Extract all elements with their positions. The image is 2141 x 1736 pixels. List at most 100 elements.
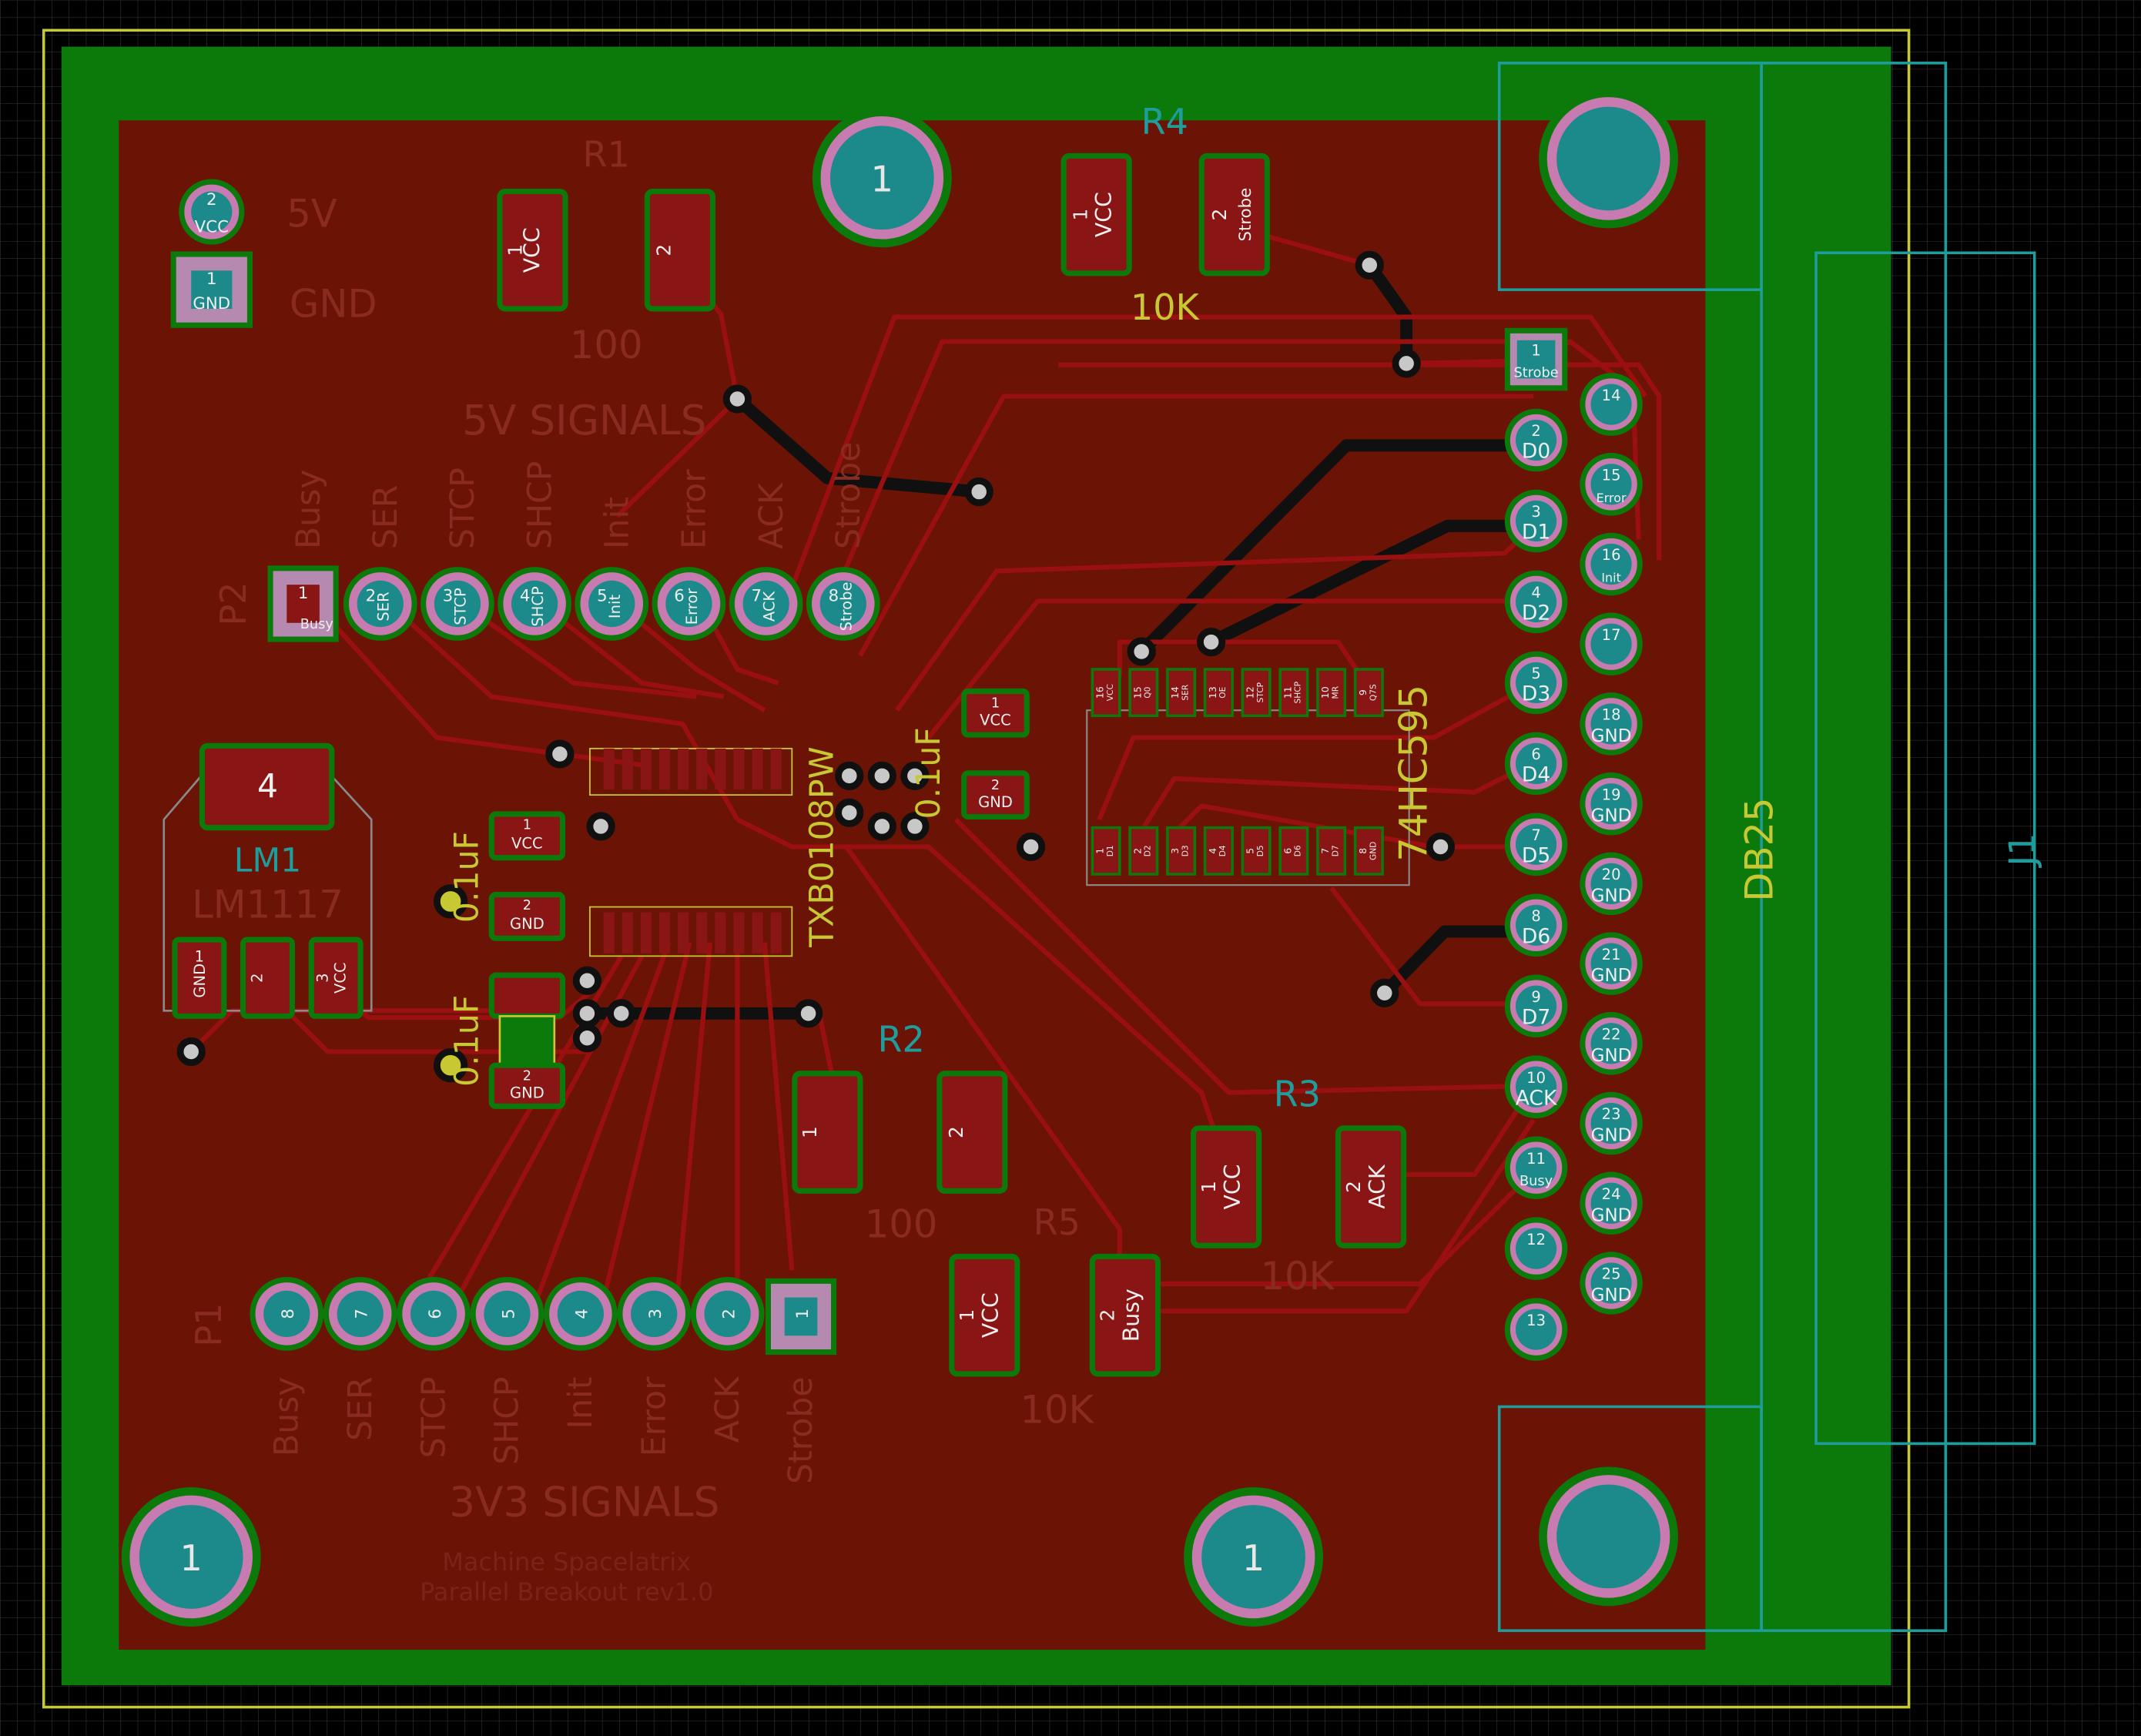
power-header[interactable]: 2 VCC 1 GND xyxy=(170,179,253,328)
svg-text:20: 20 xyxy=(1602,866,1621,883)
capacitor-c1[interactable]: 1 VCC 2 GND 0.1uF xyxy=(449,811,566,941)
svg-text:11: 11 xyxy=(1282,686,1293,699)
header-p1-pin[interactable]: 7 xyxy=(323,1277,397,1351)
header-p1-pin[interactable]: 1 xyxy=(765,1278,837,1356)
silk-3v3-signals: 3V3 SIGNALS xyxy=(449,1478,719,1526)
db25-pin[interactable]: 2D0 xyxy=(1504,408,1568,472)
header-p1-pin-num: 2 xyxy=(719,1309,739,1319)
db25-pin[interactable]: 13 xyxy=(1504,1298,1568,1361)
header-p1-pin[interactable]: 2 xyxy=(690,1277,765,1351)
resistor-r2[interactable]: R2 1 2 100 xyxy=(792,1018,1008,1247)
db25-pin[interactable]: 7D5 xyxy=(1504,813,1568,876)
svg-text:ACK: ACK xyxy=(760,591,778,622)
resistor-r5[interactable]: R5 1 VCC 2 Busy 10K xyxy=(949,1201,1161,1433)
svg-text:Strobe: Strobe xyxy=(1514,366,1559,381)
db25-pin[interactable]: 5D3 xyxy=(1504,651,1568,715)
header-p2-pin[interactable]: 1 Busy xyxy=(267,565,339,642)
txb-pad xyxy=(770,748,782,790)
svg-text:14: 14 xyxy=(1602,387,1621,404)
svg-text:D5: D5 xyxy=(1255,845,1265,856)
capacitor-c2[interactable]: 2 GND 0.1uF xyxy=(449,972,566,1109)
header-p1-pin-num: 3 xyxy=(646,1309,665,1319)
svg-text:VCC: VCC xyxy=(519,227,544,273)
capacitor-c3[interactable]: 1 VCC 2 GND 0.1uF xyxy=(910,688,1030,820)
svg-text:4: 4 xyxy=(1207,848,1218,854)
svg-text:7: 7 xyxy=(751,586,762,605)
svg-text:VCC: VCC xyxy=(332,962,350,994)
svg-text:D4: D4 xyxy=(1522,762,1550,786)
svg-text:3: 3 xyxy=(443,586,454,605)
db25-pin[interactable]: 17 xyxy=(1580,612,1643,676)
svg-text:VCC: VCC xyxy=(1105,684,1115,701)
svg-text:J1: J1 xyxy=(2002,833,2043,869)
resistor-r1[interactable]: R1 VCC 1 2 100 xyxy=(497,134,716,367)
board-outline xyxy=(42,28,1911,1709)
db25-pin[interactable]: 8D6 xyxy=(1504,893,1568,957)
txb-pad xyxy=(622,912,633,953)
svg-text:1: 1 xyxy=(1531,341,1540,359)
header-p1-pin[interactable]: 3 xyxy=(617,1277,692,1351)
header-p2-silk: SER xyxy=(367,485,405,549)
svg-text:2: 2 xyxy=(1097,1309,1119,1322)
db25-pin[interactable]: 9D7 xyxy=(1504,974,1568,1038)
svg-text:3: 3 xyxy=(314,974,332,983)
db25-pin[interactable]: 4D2 xyxy=(1504,570,1568,634)
svg-text:5: 5 xyxy=(1531,665,1540,682)
regulator-lm1117[interactable]: 4 LM1 LM1117 1 GND 2 3 VCC xyxy=(163,742,373,1019)
vias xyxy=(176,250,1456,1083)
header-p2-silk: ACK xyxy=(753,482,791,549)
header-p1-pin[interactable]: 4 xyxy=(543,1277,618,1351)
db25-pin[interactable]: 3D1 xyxy=(1504,489,1568,553)
ic-txb0108pw[interactable]: TXB0108PW xyxy=(589,746,842,957)
header-p1-silk: Init xyxy=(562,1376,600,1429)
db25-pin[interactable]: 12 xyxy=(1504,1217,1568,1280)
header-p1-pin[interactable]: 8 xyxy=(250,1277,324,1351)
svg-text:GND: GND xyxy=(1591,1285,1632,1305)
resistor-r4[interactable]: R4 1 VCC 2 Strobe 10K xyxy=(1060,101,1270,328)
svg-text:13: 13 xyxy=(1526,1312,1546,1329)
txb-pad xyxy=(678,748,689,790)
silk-5v-signals: 5V SIGNALS xyxy=(462,397,706,444)
svg-text:0.1uF: 0.1uF xyxy=(910,727,948,819)
svg-text:GND: GND xyxy=(1591,1126,1632,1146)
svg-text:15: 15 xyxy=(1602,466,1621,484)
db25-pin[interactable]: 6D4 xyxy=(1504,732,1568,796)
header-p1-pin[interactable]: 6 xyxy=(397,1277,471,1351)
svg-text:74HC595: 74HC595 xyxy=(1392,685,1436,862)
txb-pad xyxy=(733,912,745,953)
header-p1-pin[interactable]: 5 xyxy=(470,1277,544,1351)
db25-pin[interactable]: 14 xyxy=(1580,373,1643,436)
svg-text:GND: GND xyxy=(1591,1205,1632,1225)
resistor-r3[interactable]: R3 1 VCC 2 ACK 10K xyxy=(1191,1073,1407,1299)
svg-text:10K: 10K xyxy=(1131,287,1201,328)
